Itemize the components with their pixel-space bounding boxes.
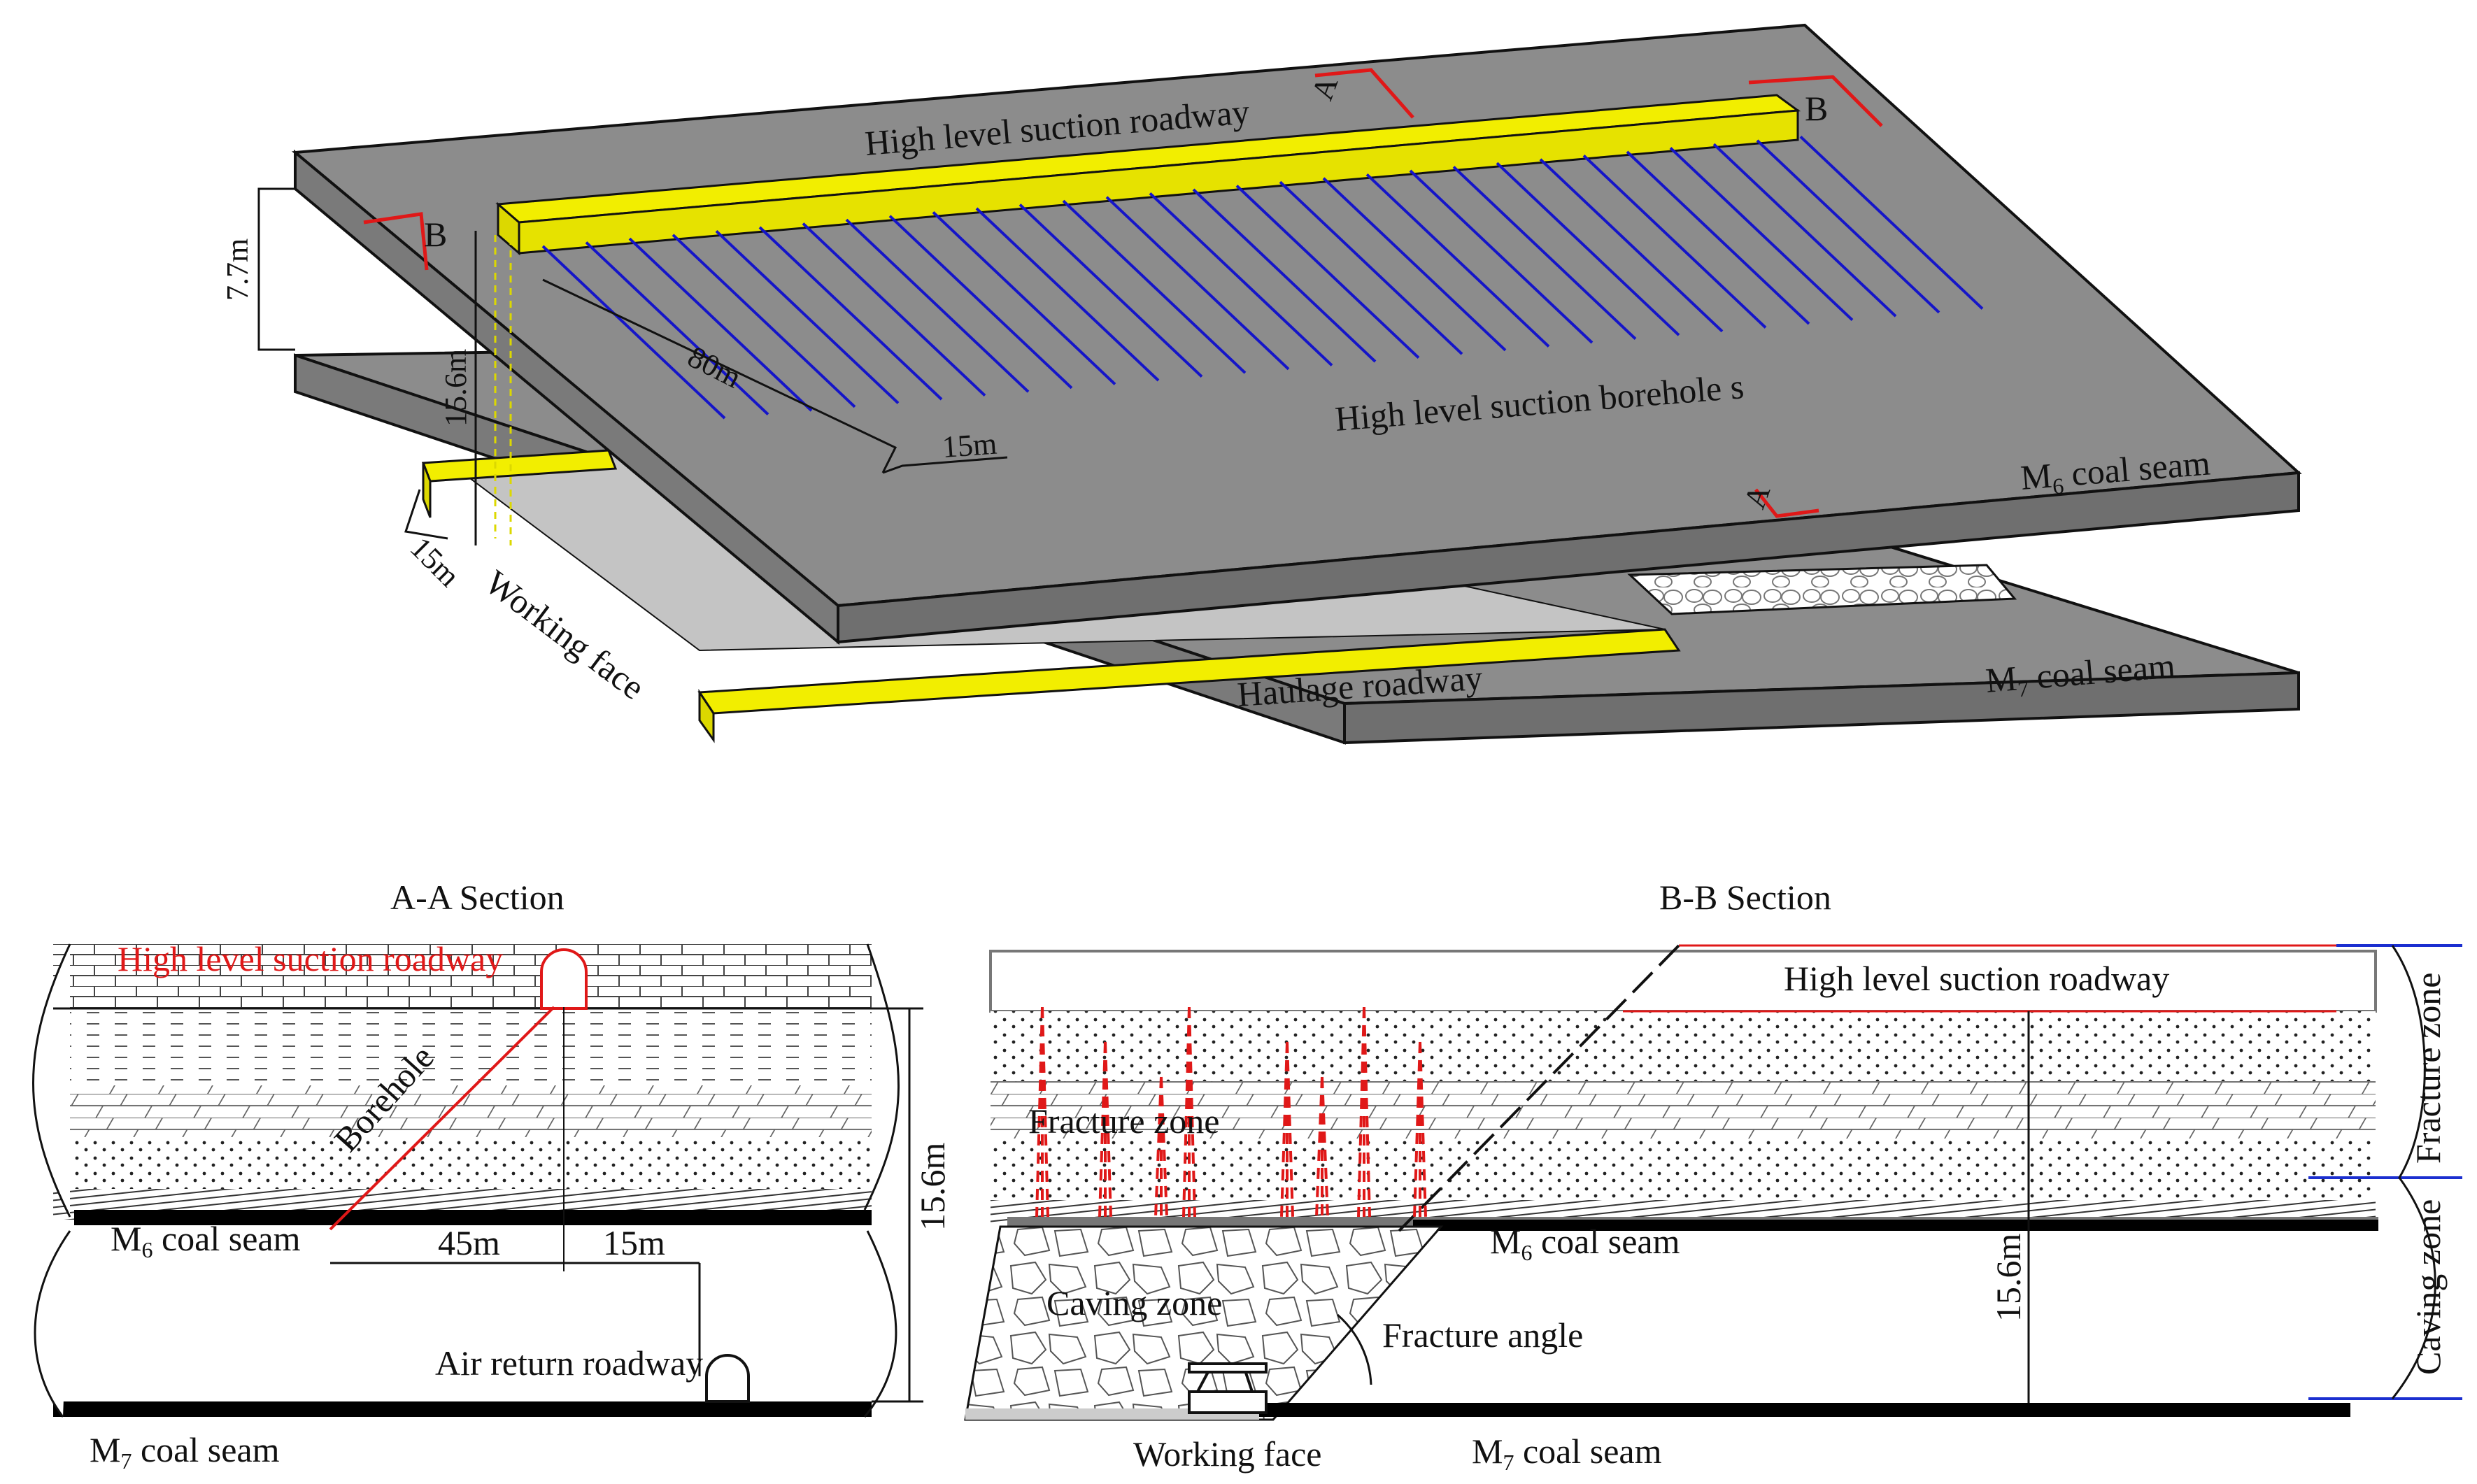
label-dim-7-7m: 7.7m bbox=[220, 238, 255, 301]
hydraulic-support-icon bbox=[1188, 1362, 1268, 1414]
borehole-line bbox=[541, 245, 726, 420]
isometric-view: High level suction roadway High level su… bbox=[220, 23, 2302, 745]
aa-section: High level suction roadway Borehole M6 c… bbox=[32, 939, 952, 1474]
bb-label-m6-coal-seam: M6 coal seam bbox=[1490, 1222, 1680, 1265]
aa-label-m7-coal-seam: M7 coal seam bbox=[90, 1430, 280, 1474]
section-markers bbox=[363, 68, 1883, 518]
m6-coal-seam-slab bbox=[291, 23, 2302, 645]
bb-label-fracture-angle: Fracture angle bbox=[1382, 1315, 1583, 1355]
fracture-mark bbox=[1160, 1076, 1168, 1218]
borehole-line bbox=[672, 234, 856, 408]
label-dim-15m-3d-left: 15m bbox=[404, 530, 467, 593]
borehole-line bbox=[1062, 199, 1247, 374]
borehole-line bbox=[1626, 150, 1810, 325]
section-mark-b-left: B bbox=[424, 215, 447, 254]
borehole-line bbox=[1279, 180, 1463, 355]
borehole-line bbox=[1582, 154, 1767, 329]
aa-label-air-return-roadway: Air return roadway bbox=[435, 1343, 703, 1383]
aa-section-title: A-A Section bbox=[390, 878, 565, 917]
high-level-suction-boreholes bbox=[541, 135, 1984, 420]
borehole-line bbox=[1669, 147, 1854, 322]
borehole-line bbox=[1539, 158, 1724, 333]
borehole-line bbox=[888, 215, 1073, 390]
borehole-line bbox=[1452, 166, 1637, 341]
borehole-line bbox=[585, 241, 769, 416]
aa-label-15m: 15m bbox=[603, 1223, 665, 1262]
borehole-line bbox=[1365, 173, 1550, 348]
fracture-mark bbox=[1419, 1041, 1427, 1218]
fracture-mark bbox=[1286, 1041, 1294, 1218]
borehole-line bbox=[932, 211, 1116, 385]
borehole-line bbox=[802, 222, 986, 397]
borehole-line bbox=[1756, 139, 1940, 314]
arched-tunnel-icon bbox=[705, 1354, 750, 1403]
aa-label-high-level-suction-roadway: High level suction roadway bbox=[118, 939, 503, 978]
dimension-lines bbox=[257, 187, 1008, 545]
bb-section-title: B-B Section bbox=[1659, 878, 1831, 917]
bb-label-caving-zone-side: Caving zone bbox=[2408, 1199, 2448, 1375]
fracture-mark bbox=[1321, 1076, 1329, 1218]
label-dim-15-6m-3d: 15.6m bbox=[439, 349, 473, 427]
borehole-line bbox=[975, 207, 1160, 382]
bb-label-working-face: Working face bbox=[1133, 1434, 1321, 1474]
aa-label-15-6m: 15.6m bbox=[913, 1143, 952, 1232]
fracture-mark bbox=[1104, 1041, 1112, 1218]
borehole-line bbox=[1496, 162, 1680, 336]
borehole-line bbox=[845, 218, 1030, 393]
bb-label-m7-coal-seam: M7 coal seam bbox=[1472, 1432, 1662, 1475]
arched-tunnel-icon bbox=[540, 948, 588, 1010]
section-mark-b-right: B bbox=[1805, 89, 1828, 128]
aa-label-45m: 45m bbox=[438, 1223, 500, 1262]
borehole-line bbox=[758, 226, 943, 401]
borehole-line bbox=[1235, 185, 1420, 359]
borehole-line bbox=[628, 237, 813, 412]
bb-label-fracture-zone-inner: Fracture zone bbox=[1028, 1101, 1219, 1141]
bb-label-caving-zone-inner: Caving zone bbox=[1046, 1283, 1222, 1322]
borehole-line bbox=[1799, 135, 1984, 310]
bb-section: High level suction roadway Fracture zone… bbox=[964, 944, 2462, 1475]
bb-label-high-level-suction-roadway: High level suction roadway bbox=[1784, 959, 2169, 998]
borehole-line bbox=[1019, 204, 1203, 378]
borehole-line bbox=[1149, 192, 1333, 366]
borehole-line bbox=[1712, 143, 1897, 318]
borehole-line bbox=[715, 229, 900, 404]
borehole-line bbox=[1192, 188, 1377, 363]
aa-label-m6-coal-seam: M6 coal seam bbox=[111, 1219, 301, 1262]
label-dim-15m-3d: 15m bbox=[941, 427, 998, 464]
borehole-line bbox=[1322, 177, 1507, 352]
borehole-line bbox=[1105, 196, 1290, 371]
bb-label-fracture-zone-side: Fracture zone bbox=[2408, 973, 2448, 1164]
borehole-line bbox=[1409, 169, 1594, 344]
bb-label-15-6m: 15.6m bbox=[1989, 1234, 2028, 1322]
